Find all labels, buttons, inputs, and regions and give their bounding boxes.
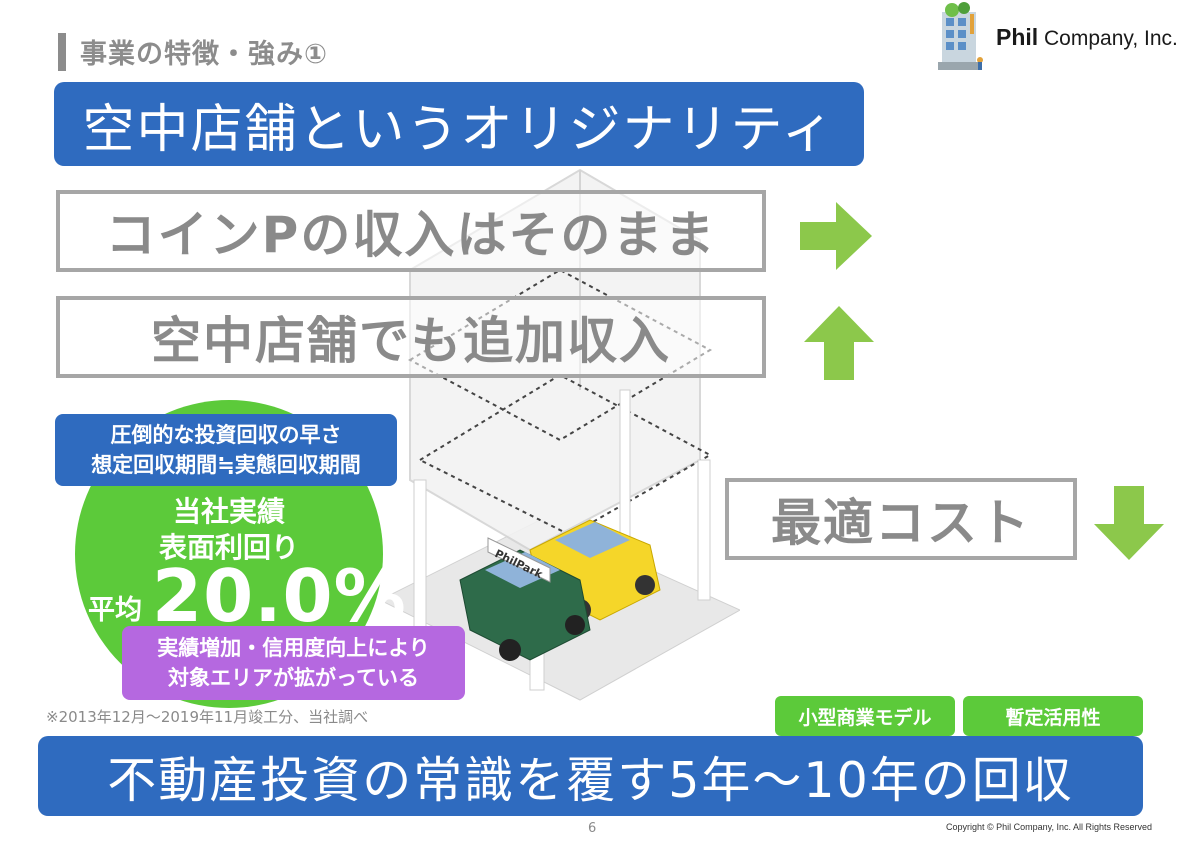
section-title: 事業の特徴・強み①: [80, 39, 328, 70]
circle-line2: 表面利回り: [158, 531, 299, 564]
circle-line1: 当社実績: [172, 495, 285, 528]
right-arrow-icon: [800, 202, 872, 270]
page-number: 6: [588, 821, 597, 836]
main-title-banner: 空中店舗というオリジナリティ: [54, 82, 864, 166]
area-line2: 対象エリアが拡がっている: [168, 666, 419, 690]
source-note: ※2013年12月～2019年11月竣工分、当社調べ: [46, 708, 369, 726]
tag-small-commercial-model: 小型商業モデル: [775, 696, 955, 736]
building-logo-icon: [938, 2, 983, 70]
payback-line2: 想定回収期間≒実態回収期間: [91, 453, 361, 477]
payback-line1: 圧倒的な投資回収の早さ: [110, 423, 342, 447]
point-optimal-cost: 最適コスト: [725, 478, 1077, 560]
copyright-text: Copyright © Phil Company, Inc. All Right…: [946, 822, 1153, 832]
up-arrow-icon: [804, 306, 874, 380]
point-additional-income: 空中店舗でも追加収入: [56, 296, 766, 378]
area-line1: 実績増加・信用度向上により: [157, 636, 430, 660]
section-marker: [58, 33, 66, 71]
down-arrow-icon: [1094, 486, 1164, 560]
average-label: 平均: [88, 595, 142, 626]
bottom-banner: 不動産投資の常識を覆す5年～10年の回収: [38, 736, 1143, 816]
payback-label: 圧倒的な投資回収の早さ 想定回収期間≒実態回収期間: [55, 414, 397, 486]
tag-interim-utilization: 暫定活用性: [963, 696, 1143, 736]
area-expansion-label: 実績増加・信用度向上により 対象エリアが拡がっている: [122, 626, 465, 700]
company-logo: Phil Company, Inc.: [996, 24, 1178, 50]
yield-value: 20.0%: [152, 554, 407, 638]
point-coin-parking-income: コインPの収入はそのまま: [56, 190, 766, 272]
